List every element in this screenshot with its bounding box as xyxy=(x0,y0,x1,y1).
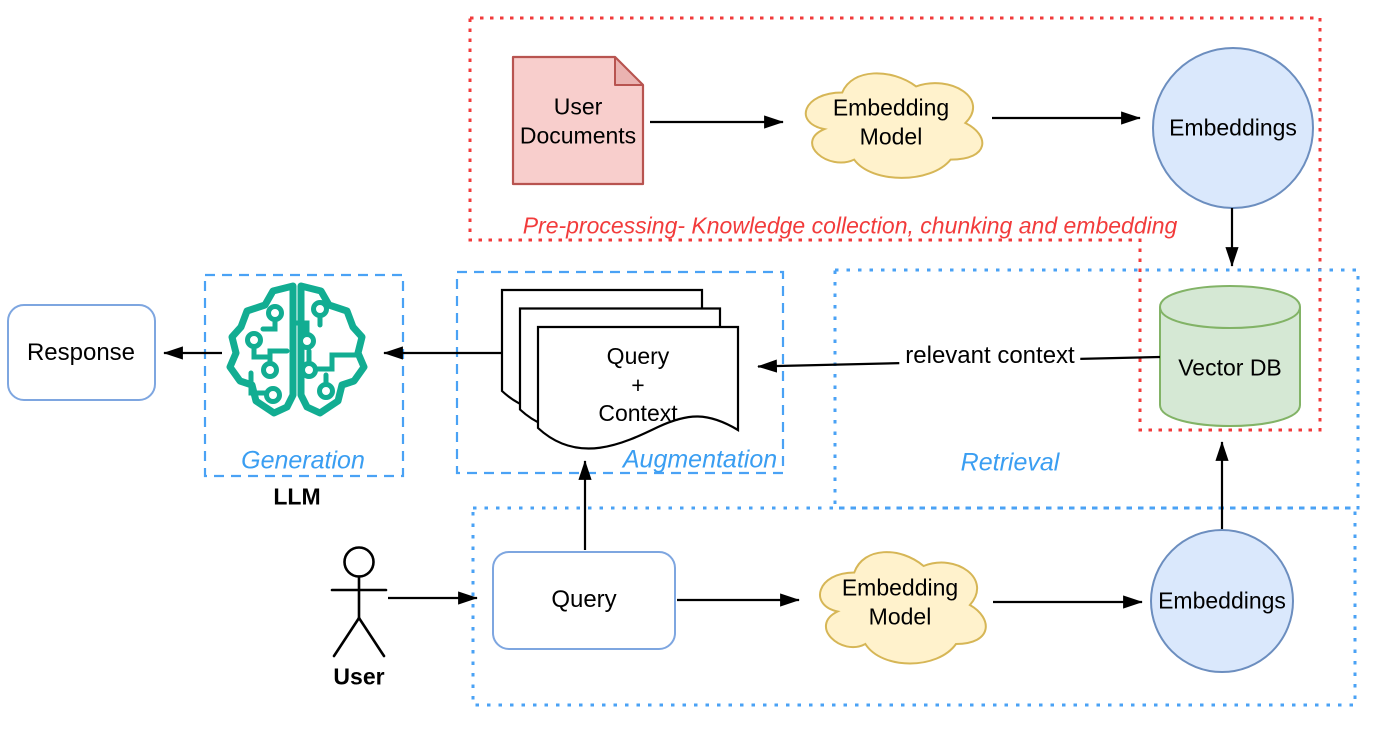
query-context-label: Query + Context xyxy=(598,343,678,427)
augmentation-section-border xyxy=(455,270,785,475)
embeddings-bottom-label: Embeddings xyxy=(1158,587,1286,614)
embeddings-bottom-circle xyxy=(1150,529,1294,673)
preprocessing-section-border xyxy=(468,16,1322,432)
relevant-context-label: relevant context xyxy=(899,341,1081,371)
retrieval-caption: Retrieval xyxy=(960,448,1060,477)
embedding-model-top-cloud xyxy=(804,72,984,179)
augmentation-caption: Augmentation xyxy=(622,445,778,474)
query-context-documents xyxy=(500,288,740,450)
preprocessing-caption: Pre-processing- Knowledge collection, ch… xyxy=(522,212,1178,239)
embedding-model-bottom-label: Embedding Model xyxy=(841,574,959,629)
response-label: Response xyxy=(26,339,136,367)
embeddings-top-label: Embeddings xyxy=(1169,114,1297,141)
generation-caption: Generation xyxy=(241,446,365,475)
user-label: User xyxy=(333,663,385,690)
response-node xyxy=(7,304,156,401)
retrieval-section-border xyxy=(833,268,1360,510)
llm-brain-icon xyxy=(226,282,368,417)
vector-db-cylinder xyxy=(1159,285,1301,427)
vector-db-label: Vector DB xyxy=(1178,354,1282,381)
query-flow-section-border xyxy=(471,506,1357,707)
user-stick-figure-icon xyxy=(330,546,388,658)
query-node xyxy=(492,551,676,650)
user-documents-label: User Documents xyxy=(519,93,637,148)
user-documents-node xyxy=(511,55,645,186)
query-label: Query xyxy=(551,586,617,614)
embedding-model-bottom-cloud xyxy=(819,551,987,665)
embedding-model-top-label: Embedding Model xyxy=(832,94,950,149)
generation-section-border xyxy=(203,273,405,478)
llm-label: LLM xyxy=(273,483,321,510)
folded-corner-icon xyxy=(614,56,644,86)
